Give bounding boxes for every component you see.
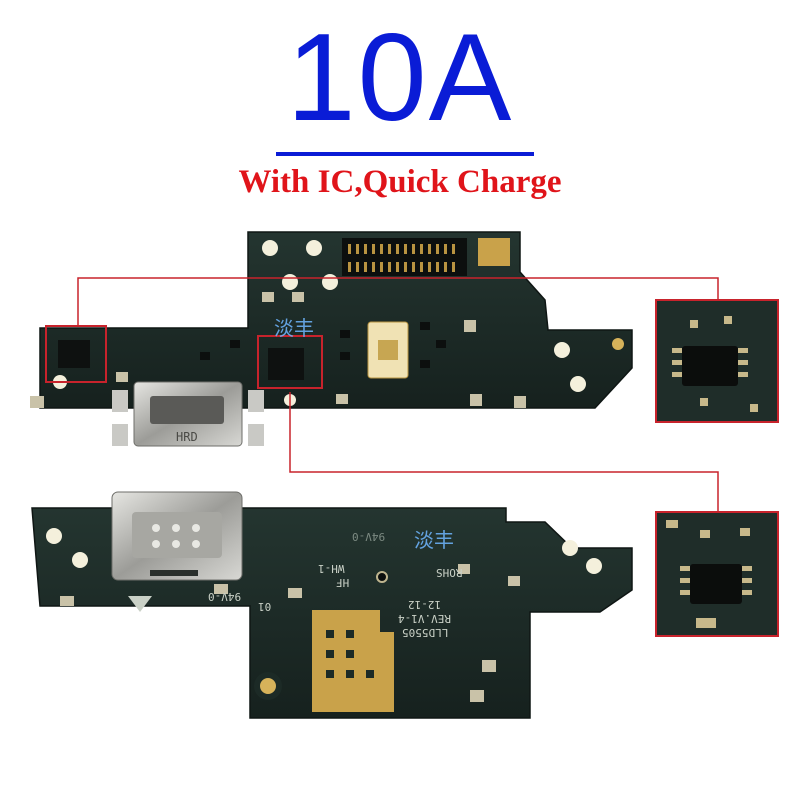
silk-hrd: HRD — [176, 430, 198, 444]
silk-01: 01 — [258, 600, 272, 613]
ic-highlight-boxes — [45, 325, 323, 389]
top-charging-board — [30, 231, 633, 447]
silk-94v0-left: 94V-0 — [208, 590, 242, 603]
watermark-top: 淡丰 — [274, 316, 314, 340]
title-underline — [276, 152, 534, 156]
silk-rev: REV.V1-4 — [398, 612, 451, 625]
silk-hf: HF — [336, 576, 350, 589]
ic-closeup-top — [655, 299, 779, 423]
silk-date: 12-12 — [408, 598, 442, 611]
callout-lines — [77, 277, 719, 512]
bottom-charging-board — [31, 491, 633, 719]
gold-pad — [478, 238, 510, 266]
watermark-bottom: 淡丰 — [414, 528, 454, 552]
silk-wh1: WH-1 — [318, 562, 345, 575]
silk-94v0-corner: 94V-0 — [352, 530, 386, 543]
silk-rohs: ROHS — [436, 566, 463, 579]
silk-part: LLD5505 — [402, 626, 449, 639]
product-title: 10A — [286, 9, 514, 147]
ic-closeup-bottom — [655, 511, 779, 637]
product-subtitle: With IC,Quick Charge — [238, 164, 562, 200]
